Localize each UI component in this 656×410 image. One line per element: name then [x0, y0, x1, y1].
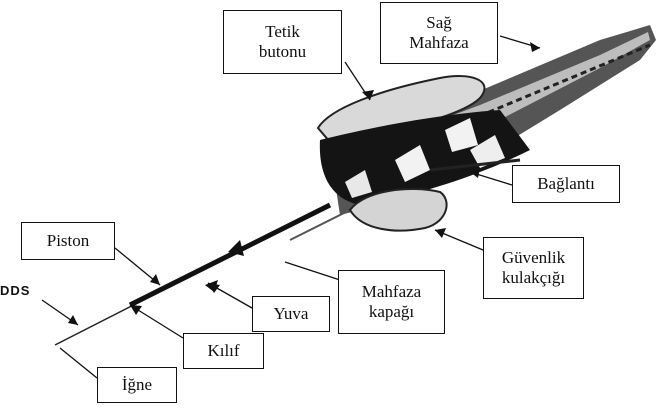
spring-white-1 [395, 145, 430, 182]
label-igne: İğne [97, 367, 177, 403]
label-yuva: Yuva [252, 296, 330, 332]
spring-white-4 [345, 170, 372, 198]
label-dds: DDS [0, 283, 31, 298]
leader-dds-head [68, 315, 78, 325]
leader-mahfaza [284, 261, 341, 281]
leader-baglanti-head [470, 168, 480, 178]
spring-white-2 [445, 118, 478, 152]
leader-guvenlik-head [435, 228, 446, 238]
needle-shaft-dark [128, 202, 332, 308]
label-tetik-butonu: Tetik butonu [223, 10, 342, 74]
leader-piston-head [150, 274, 160, 285]
needle-marker-1 [228, 240, 244, 256]
leader-igne [59, 347, 98, 379]
label-sag-mahfaza: Sağ Mahfaza [380, 2, 498, 64]
label-piston: Piston [21, 222, 115, 260]
leader-kilif-head [130, 305, 142, 315]
safety-ear-shape [348, 188, 448, 232]
leader-tetik-head [362, 90, 374, 100]
label-baglanti: Bağlantı [512, 165, 620, 203]
label-kilif: Kılıf [183, 333, 264, 369]
leader-sag-head [530, 42, 540, 52]
connection-bar [429, 158, 521, 172]
leader-yuva-head [208, 283, 220, 293]
label-mahfaza-kapagi: Mahfaza kapağı [338, 270, 445, 334]
label-guvenlik-kulakcigi: Güvenlik kulakçığı [483, 237, 584, 299]
spring-white-3 [470, 135, 505, 168]
housing-edge [469, 43, 651, 122]
